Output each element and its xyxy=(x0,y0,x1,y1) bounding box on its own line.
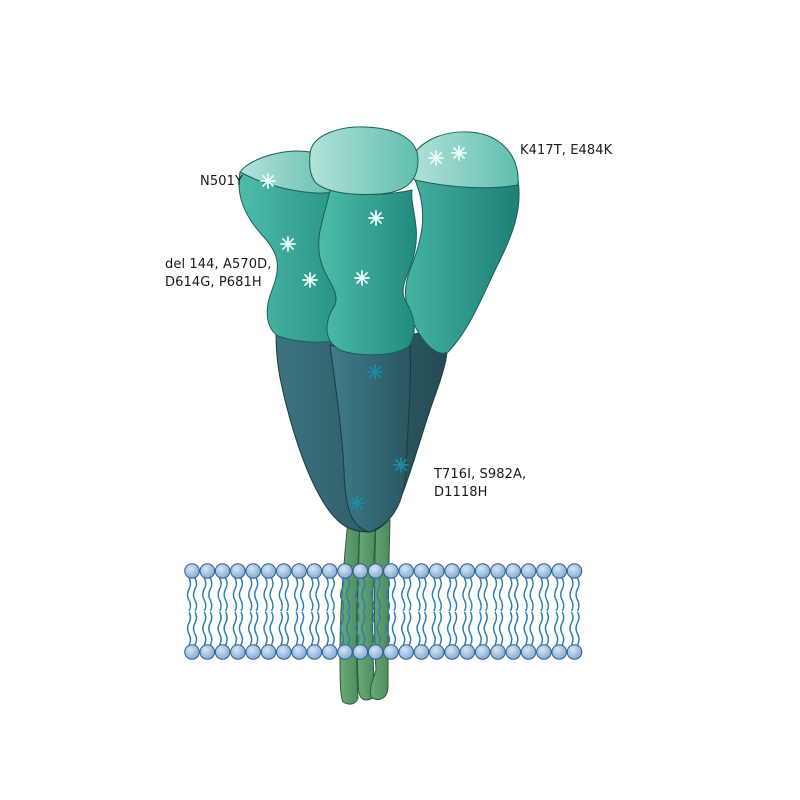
label-n501y: N501Y xyxy=(200,174,243,189)
s1-right-lobe xyxy=(404,131,520,354)
lipid-head xyxy=(505,644,522,660)
lipid-head xyxy=(337,644,353,660)
lipid-head xyxy=(184,644,200,660)
lipid-head xyxy=(474,644,491,660)
lipid-head xyxy=(306,563,323,579)
mutation-star-e484k xyxy=(451,145,467,161)
lipid-head xyxy=(291,644,307,660)
lipid-head xyxy=(490,563,506,579)
lipid-head xyxy=(291,563,307,579)
mutation-star-p681h xyxy=(354,270,370,286)
lipid-head xyxy=(444,563,460,579)
mutation-star-t716i xyxy=(367,364,383,380)
lipid-head xyxy=(321,563,338,579)
mutation-star-d1118h xyxy=(349,495,365,511)
lipid-head xyxy=(367,644,384,660)
label-k417t-e484k: K417T, E484K xyxy=(520,143,613,158)
lipid-head xyxy=(398,644,415,660)
mutation-star-a570d xyxy=(302,272,318,288)
lipid-head xyxy=(352,563,369,579)
lipid-head xyxy=(566,563,583,579)
lipid-head xyxy=(536,563,552,579)
lipid-head xyxy=(429,563,445,579)
lipid-bilayer xyxy=(184,563,583,660)
mutation-star-s982a xyxy=(393,457,409,473)
lipid-head xyxy=(383,563,399,579)
mutation-star-k417t xyxy=(428,150,444,166)
lipid-head xyxy=(551,563,568,579)
lipid-head xyxy=(184,563,200,579)
lipid-head xyxy=(367,563,384,579)
lipid-head xyxy=(383,644,399,660)
transmembrane-anchors xyxy=(339,519,391,705)
lipid-head xyxy=(520,644,537,660)
lipid-head xyxy=(214,563,231,579)
lipid-head xyxy=(260,644,277,660)
lipid-head xyxy=(199,563,216,579)
lipid-head xyxy=(490,644,506,660)
lipid-head xyxy=(459,563,476,579)
mutation-star-d614g xyxy=(368,210,384,226)
lipid-head xyxy=(413,644,430,660)
lipid-head xyxy=(474,563,491,579)
lipid-head xyxy=(230,644,246,660)
lipid-head xyxy=(276,563,292,579)
label-del144-a570d-d614g-p681h: del 144, A570D, D614G, P681H xyxy=(165,257,272,290)
lipid-head xyxy=(413,563,430,579)
lipid-head xyxy=(276,644,292,660)
lipid-head xyxy=(245,644,261,660)
mutation-star-del144 xyxy=(280,236,296,252)
s2-stalk xyxy=(275,325,449,533)
lipid-head xyxy=(429,644,445,660)
mutation-star-n501y xyxy=(260,173,276,189)
lipid-head xyxy=(398,563,415,579)
lipid-head xyxy=(459,644,476,660)
lipid-head xyxy=(337,563,353,579)
lipid-head xyxy=(505,563,522,579)
lipid-head xyxy=(566,644,583,660)
lipid-head xyxy=(551,644,568,660)
lipid-head xyxy=(444,644,460,660)
lipid-head xyxy=(214,644,231,660)
lipid-head xyxy=(306,644,323,660)
label-t716i-s982a-d1118h: T716I, S982A, D1118H xyxy=(434,467,527,500)
lipid-head xyxy=(536,644,552,660)
lipid-head xyxy=(260,563,277,579)
lipid-head xyxy=(520,563,537,579)
lipid-head xyxy=(199,644,216,660)
lipid-head xyxy=(230,563,246,579)
lipid-head xyxy=(352,644,369,660)
lipid-head xyxy=(245,563,261,579)
lipid-head xyxy=(321,644,338,660)
